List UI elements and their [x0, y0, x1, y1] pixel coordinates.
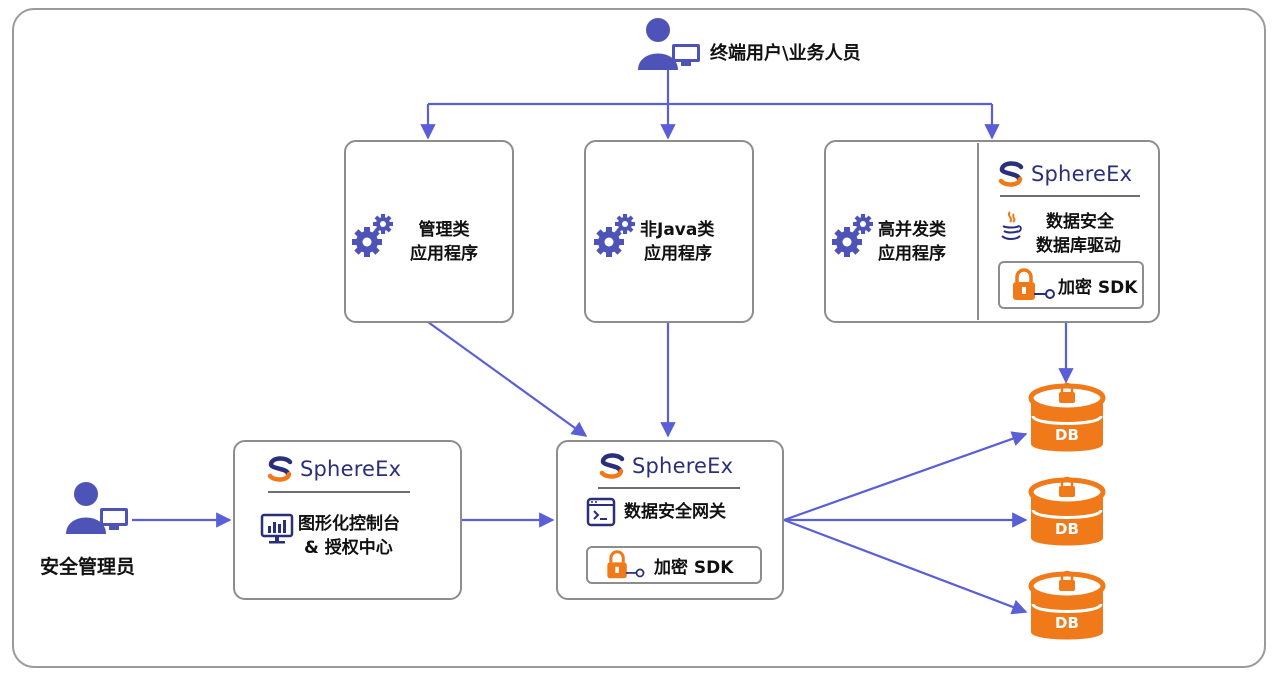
- brand-rule: [268, 491, 410, 493]
- app-box-divider: [977, 143, 979, 320]
- admin-user-label: 安全管理员: [40, 556, 136, 578]
- arrow-gateway-db1: [783, 431, 1028, 522]
- app-box-high-concurrency: [824, 140, 1160, 323]
- admin-user-icon: [64, 478, 132, 536]
- app-box-non-java: [584, 140, 754, 323]
- gears-icon: [830, 212, 876, 258]
- terminal-icon: [586, 497, 616, 527]
- gateway-label: 数据安全网关: [624, 502, 726, 522]
- sphereex-brand: SphereEx: [598, 452, 733, 480]
- database-cylinder-2: DB: [1028, 476, 1106, 554]
- app-2-line1: 非Java类: [640, 220, 715, 240]
- db-label-2: DB: [1055, 520, 1079, 538]
- database-cylinder-3: DB: [1028, 570, 1106, 648]
- gears-icon: [592, 212, 638, 258]
- diagram-frame: [12, 8, 1266, 668]
- brand-name: SphereEx: [632, 454, 734, 478]
- console-line2: & 授权中心: [304, 538, 393, 558]
- java-icon: [1000, 210, 1022, 244]
- sphereex-brand: SphereEx: [266, 455, 401, 483]
- app-1-line1: 管理类: [418, 220, 470, 240]
- end-user-label: 终端用户\业务人员: [710, 43, 861, 64]
- driver-line1: 数据安全: [1046, 212, 1114, 232]
- brand-rule: [598, 487, 740, 489]
- gears-icon: [350, 212, 396, 258]
- end-user-icon: [636, 14, 704, 72]
- app-3-line1: 高并发类: [878, 220, 946, 240]
- db-label-1: DB: [1055, 426, 1079, 444]
- app-2-line2: 应用程序: [644, 244, 712, 264]
- monitor-chart-icon: [260, 512, 294, 546]
- brand-name: SphereEx: [1031, 162, 1133, 186]
- lock-key-icon: [1013, 268, 1055, 300]
- brand-rule: [1000, 195, 1140, 197]
- sdk-box-app: 加密 SDK: [998, 261, 1144, 309]
- app-3-line2: 应用程序: [878, 244, 946, 264]
- db-label-3: DB: [1055, 614, 1079, 632]
- gateway-box: [556, 440, 784, 600]
- console-line1: 图形化控制台: [298, 514, 400, 534]
- sphereex-logo: [599, 453, 625, 479]
- driver-line2: 数据库驱动: [1036, 236, 1121, 256]
- app-box-management: [344, 140, 514, 323]
- sphereex-brand: SphereEx: [997, 160, 1132, 188]
- lock-key-icon: [607, 550, 645, 579]
- app-1-line2: 应用程序: [410, 244, 478, 264]
- arrow-app1-gateway: [427, 321, 588, 437]
- database-cylinder-1: DB: [1028, 382, 1106, 460]
- sdk-label-gateway: 加密 SDK: [654, 557, 734, 578]
- sphereex-logo: [998, 161, 1024, 187]
- sphereex-logo: [267, 456, 293, 482]
- sdk-box-gateway: 加密 SDK: [586, 546, 762, 584]
- brand-name: SphereEx: [300, 457, 402, 481]
- sdk-label-app: 加密 SDK: [1058, 277, 1138, 298]
- arrow-gateway-db3: [783, 518, 1028, 615]
